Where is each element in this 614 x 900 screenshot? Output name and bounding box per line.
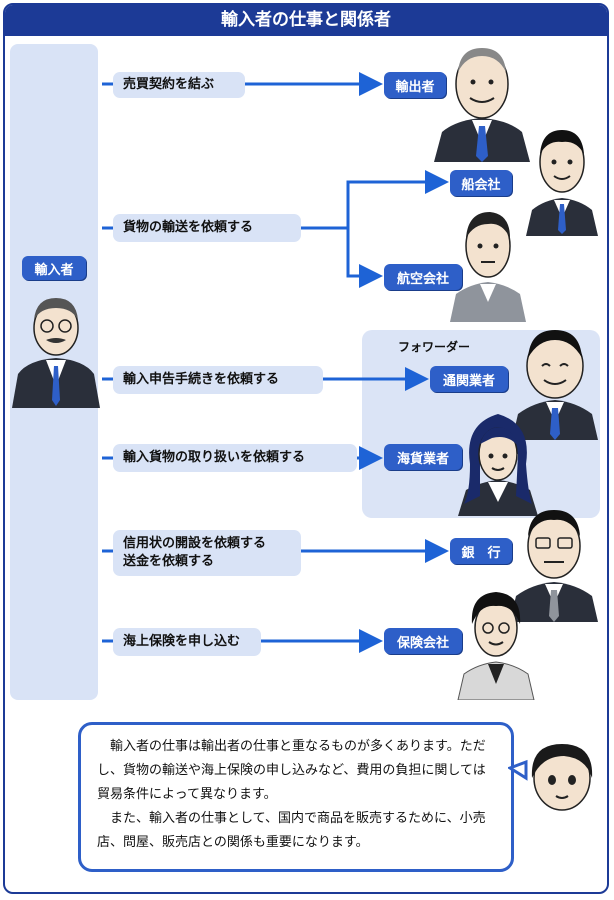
exporter-illustration bbox=[434, 48, 530, 162]
cargo-staff-illustration bbox=[458, 414, 538, 516]
action-insurance: 海上保険を申し込む bbox=[113, 628, 261, 656]
party-airline: 航空会社 bbox=[384, 264, 462, 290]
forwarder-label: フォワーダー bbox=[398, 340, 471, 354]
action-transport: 貨物の輸送を依頼する bbox=[113, 214, 301, 242]
airline-staff-illustration bbox=[450, 212, 526, 322]
party-exporter: 輸出者 bbox=[384, 72, 446, 98]
diagram-frame: 輸入者の仕事と関係者 bbox=[3, 3, 609, 894]
arrow-shipping bbox=[346, 170, 449, 228]
note-bubble: 輸入者の仕事は輸出者の仕事と重なるものが多くあります。ただし、貨物の輸送や海上保… bbox=[78, 722, 514, 872]
party-bank: 銀 行 bbox=[450, 538, 512, 564]
action-contract: 売買契約を結ぶ bbox=[113, 72, 245, 98]
party-shipping: 船会社 bbox=[450, 170, 512, 196]
narrator-illustration bbox=[508, 744, 593, 811]
action-cargo: 輸入貨物の取り扱いを依頼する bbox=[113, 444, 357, 472]
note-paragraph-2: また、輸入者の仕事として、国内で商品を販売するために、小売店、問屋、販売店との関… bbox=[97, 811, 486, 850]
arrow-airline bbox=[346, 228, 383, 288]
importer-label: 輸入者 bbox=[22, 256, 86, 280]
broker-illustration bbox=[512, 330, 598, 440]
page-title: 輸入者の仕事と関係者 bbox=[5, 5, 607, 36]
party-customs-broker: 通関業者 bbox=[430, 366, 508, 392]
importer-illustration bbox=[12, 298, 100, 408]
party-marine-cargo: 海貨業者 bbox=[384, 444, 462, 470]
banker-illustration bbox=[510, 510, 598, 622]
note-paragraph-1: 輸入者の仕事は輸出者の仕事と重なるものが多くあります。ただし、貨物の輸送や海上保… bbox=[97, 739, 486, 802]
action-customs: 輸入申告手続きを依頼する bbox=[113, 366, 323, 394]
shipping-staff-illustration bbox=[526, 130, 598, 236]
action-bank: 信用状の開設を依頼する 送金を依頼する bbox=[113, 530, 301, 576]
insurer-illustration bbox=[457, 592, 535, 700]
party-insurance: 保険会社 bbox=[384, 628, 462, 654]
